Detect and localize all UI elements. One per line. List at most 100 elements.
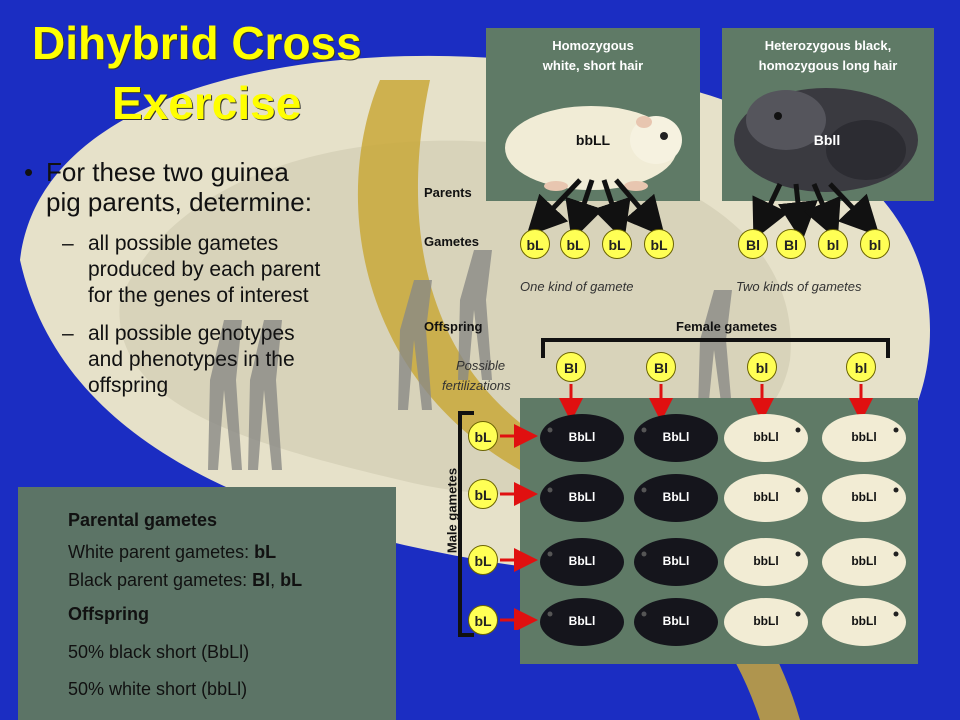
sub-bullet-marker-2: –	[62, 322, 74, 345]
offspring-genotype-label: BbLl	[662, 554, 690, 568]
summary-offspring-line1: 50% black short (BbLl)	[68, 642, 250, 662]
offspring-genotype-label: bbLl	[753, 430, 779, 444]
black-guinea-pig-icon	[540, 414, 624, 462]
black-gamete-2: Bl	[776, 229, 806, 259]
black-parent-header-line1: Heterozygous black,	[764, 38, 892, 53]
offspring-genotype-label: BbLl	[568, 490, 596, 504]
black-gamete-1: Bl	[738, 229, 768, 259]
black-guinea-pig-icon	[634, 538, 718, 586]
slide-title-line1: Dihybrid Cross	[32, 17, 362, 69]
offspring-genotype-label: BbLl	[568, 430, 596, 444]
offspring-cell: BbLl	[536, 410, 628, 466]
white-guinea-pig-icon	[724, 538, 808, 586]
black-parent-panel: Heterozygous black, homozygous long hair…	[722, 28, 934, 201]
offspring-genotype-label: bbLl	[851, 430, 877, 444]
white-parent-header-line1: Homozygous	[552, 38, 634, 53]
black-guinea-pig-icon	[634, 414, 718, 462]
black-guinea-pig-icon	[540, 538, 624, 586]
offspring-cell: BbLl	[630, 470, 722, 526]
offspring-cell: bbLl	[720, 534, 812, 590]
summary-heading-offspring: Offspring	[68, 604, 149, 624]
white-guinea-pig-icon	[822, 474, 906, 522]
white-parent-header-line2: white, short hair	[542, 58, 644, 73]
summary-black-gametes: Black parent gametes: Bl, bL	[68, 570, 302, 591]
offspring-genotype-label: bbLl	[851, 614, 877, 628]
gametes-row-label: Gametes	[424, 234, 479, 249]
summary-black-value1: Bl	[252, 570, 271, 590]
summary-black-prefix: Black parent gametes:	[68, 570, 253, 590]
summary-white-prefix: White parent gametes:	[68, 542, 255, 562]
offspring-cell: bbLl	[720, 594, 812, 650]
offspring-genotype-label: BbLl	[662, 614, 690, 628]
sub-bullet2-line2: and phenotypes in the	[88, 348, 295, 371]
black-guinea-pig-icon	[540, 474, 624, 522]
offspring-genotype-label: bbLl	[753, 490, 779, 504]
male-gamete-arrows	[500, 424, 538, 630]
parents-row-label: Parents	[424, 185, 472, 200]
summary-offspring-line2: 50% white short (bbLl)	[68, 679, 248, 699]
possible-fertilizations-line2: fertilizations	[442, 378, 511, 393]
offspring-cell: bbLl	[818, 470, 910, 526]
summary-black-sep: ,	[270, 570, 281, 590]
black-gamete-4: bl	[860, 229, 890, 259]
sub-bullet2-line3: offspring	[88, 374, 169, 397]
white-guinea-pig-icon	[822, 538, 906, 586]
female-gamete-2: Bl	[646, 352, 676, 382]
white-gamete-4: bL	[644, 229, 674, 259]
black-guinea-pig-icon	[634, 598, 718, 646]
female-gametes-label: Female gametes	[676, 319, 778, 334]
white-gamete-1: bL	[520, 229, 550, 259]
offspring-genotype-label: BbLl	[662, 490, 690, 504]
male-gametes-bracket	[458, 411, 474, 637]
summary-heading-parental: Parental gametes	[68, 510, 218, 530]
offspring-cell: BbLl	[536, 594, 628, 650]
offspring-genotype-label: BbLl	[568, 614, 596, 628]
slide-title-line2: Exercise	[112, 77, 302, 129]
male-gamete-4: bL	[468, 605, 498, 635]
black-gamete-note: Two kinds of gametes	[736, 279, 862, 294]
male-gamete-2: bL	[468, 479, 498, 509]
offspring-cell: BbLl	[630, 534, 722, 590]
black-parent-genotype: Bbll	[813, 132, 841, 148]
offspring-genotype-label: BbLl	[568, 554, 596, 568]
sub-bullet-marker-1: –	[62, 232, 74, 255]
white-gamete-2: bL	[560, 229, 590, 259]
black-gamete-3: bl	[818, 229, 848, 259]
offspring-cell: BbLl	[630, 410, 722, 466]
white-gamete-3: bL	[602, 229, 632, 259]
offspring-genotype-label: bbLl	[851, 554, 877, 568]
possible-fertilizations-line1: Possible	[456, 358, 506, 373]
offspring-cell: BbLl	[630, 594, 722, 650]
offspring-row-label: Offspring	[424, 319, 483, 334]
male-gamete-3: bL	[468, 545, 498, 575]
summary-black-value2: bL	[280, 570, 303, 590]
offspring-cell: bbLl	[720, 410, 812, 466]
offspring-cell: BbLl	[536, 470, 628, 526]
offspring-cell: bbLl	[818, 410, 910, 466]
bullet-main-line1: For these two guinea	[46, 157, 289, 187]
offspring-genotype-label: bbLl	[851, 490, 877, 504]
sub-bullet1-line3: for the genes of interest	[88, 284, 309, 307]
summary-panel	[18, 487, 396, 720]
summary-white-gametes: White parent gametes: bL	[68, 542, 276, 563]
offspring-cell: bbLl	[818, 594, 910, 650]
male-gamete-1: bL	[468, 421, 498, 451]
bullet-marker: •	[24, 157, 34, 187]
female-gamete-arrows	[559, 384, 873, 420]
female-gamete-1: Bl	[556, 352, 586, 382]
sub-bullet2-line1: all possible genotypes	[88, 322, 295, 345]
sub-bullet1-line1: all possible gametes	[88, 232, 279, 255]
white-guinea-pig-icon	[724, 474, 808, 522]
black-parent-header-line2: homozygous long hair	[758, 58, 898, 73]
white-parent-genotype: bbLL	[575, 132, 611, 148]
white-guinea-pig-image	[505, 106, 682, 191]
female-gametes-bracket	[541, 338, 890, 358]
white-guinea-pig-icon	[724, 414, 808, 462]
black-guinea-pig-icon	[540, 598, 624, 646]
white-gamete-note: One kind of gamete	[520, 279, 634, 294]
white-parent-panel: Homozygous white, short hair bbLL	[486, 28, 700, 201]
parent-to-gamete-arrows	[526, 178, 880, 240]
white-guinea-pig-icon	[724, 598, 808, 646]
white-guinea-pig-icon	[822, 598, 906, 646]
summary-white-value: bL	[254, 542, 277, 562]
